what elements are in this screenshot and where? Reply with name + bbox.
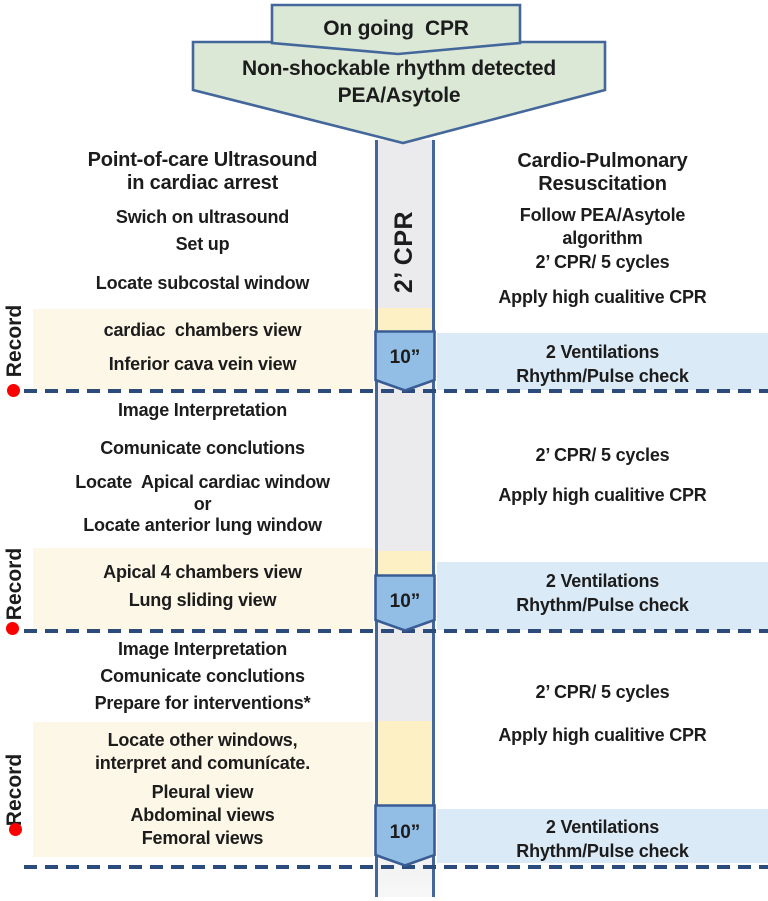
right-step: 2’ CPR/ 5 cycles xyxy=(535,445,670,465)
record-view-line: Inferior cava vein view xyxy=(108,354,297,374)
prep-band-1 xyxy=(378,308,432,332)
dashed-divider-2 xyxy=(24,629,768,633)
left-step: or xyxy=(193,494,212,514)
record-view-line: Locate other windows, xyxy=(107,730,298,750)
ventilation-line: Rhythm/Pulse check xyxy=(516,841,689,861)
left-step: Swich on ultrasound xyxy=(115,207,290,227)
right-step: Apply high cualitive CPR xyxy=(498,287,707,307)
record-view-line: Lung sliding view xyxy=(128,590,277,610)
pause-duration-1: 10” xyxy=(389,347,421,368)
pause-duration-3: 10” xyxy=(389,822,421,843)
record-dot-icon xyxy=(7,384,20,397)
pause-chevron-1 xyxy=(374,330,436,392)
record-view-line: cardiac chambers view xyxy=(103,320,302,340)
timeline-bar xyxy=(375,140,435,897)
record-box-3 xyxy=(33,722,373,857)
ventilation-box-1 xyxy=(437,333,768,390)
pause-duration-2: 10” xyxy=(389,591,421,612)
right-step: Apply high cualitive CPR xyxy=(498,485,707,505)
header-shapes xyxy=(191,3,607,145)
record-label-2: Record xyxy=(3,547,26,621)
left-column-title-line2: in cardiac arrest xyxy=(126,172,279,194)
ongoing-cpr-label: On going CPR xyxy=(323,17,469,40)
pause-chevron-3 xyxy=(374,804,436,867)
left-step: Prepare for interventions* xyxy=(94,693,311,713)
ongoing-cpr-box xyxy=(270,3,522,56)
left-column-title-line1: Point-of-care Ultrasound xyxy=(87,149,318,171)
right-step: algorithm xyxy=(562,228,643,248)
rhythm-arrow xyxy=(191,40,607,145)
prep-band-2 xyxy=(378,551,432,578)
left-step: Image Interpretation xyxy=(117,400,288,420)
ventilation-line: Rhythm/Pulse check xyxy=(516,595,689,615)
left-step: Image Interpretation xyxy=(117,639,288,659)
left-step: Comunicate conclutions xyxy=(100,438,305,458)
ventilation-line: 2 Ventilations xyxy=(545,817,660,837)
record-dot-icon xyxy=(9,823,22,836)
dashed-divider-3 xyxy=(24,865,768,869)
left-step: Locate anterior lung window xyxy=(83,515,322,535)
record-dot-icon xyxy=(6,622,19,635)
pause-chevron-shape-2 xyxy=(374,574,436,632)
right-column-title-line2: Resuscitation xyxy=(538,173,667,195)
record-box-2 xyxy=(33,548,373,630)
left-step: Set up xyxy=(175,234,230,254)
ventilation-line: Rhythm/Pulse check xyxy=(516,366,689,386)
pause-chevron-shape-3 xyxy=(374,804,436,867)
ventilation-box-2 xyxy=(437,562,768,630)
record-label-1: Record xyxy=(3,304,26,378)
timeline-bar-label: 2’ CPR xyxy=(390,210,418,294)
right-step: Apply high cualitive CPR xyxy=(498,725,707,745)
dashed-divider-1 xyxy=(24,389,768,393)
record-view-line: Femoral views xyxy=(141,828,264,848)
right-step: 2’ CPR/ 5 cycles xyxy=(535,682,670,702)
ventilation-line: 2 Ventilations xyxy=(545,342,660,362)
rhythm-detected-line2: PEA/Asytole xyxy=(337,84,461,107)
right-column-title-line1: Cardio-Pulmonary xyxy=(517,150,688,172)
ventilation-line: 2 Ventilations xyxy=(545,571,660,591)
ventilation-box-3 xyxy=(437,809,768,863)
right-step: 2’ CPR/ 5 cycles xyxy=(535,252,670,272)
rhythm-detected-line1: Non-shockable rhythm detected xyxy=(242,57,556,80)
record-view-line: Apical 4 chambers view xyxy=(103,562,302,582)
prep-band-3 xyxy=(378,721,432,806)
pause-chevron-shape-1 xyxy=(374,330,436,392)
record-view-line: Pleural view xyxy=(151,782,254,802)
record-box-1 xyxy=(33,309,373,390)
left-step: Locate Apical cardiac window xyxy=(75,472,330,492)
record-view-line: Abdominal views xyxy=(130,805,275,825)
pause-chevron-2 xyxy=(374,574,436,632)
left-step: Locate subcostal window xyxy=(95,273,310,293)
right-step: Follow PEA/Asytole xyxy=(519,205,686,225)
left-step: Comunicate conclutions xyxy=(100,666,305,686)
record-view-line: interpret and comunícate. xyxy=(94,753,311,773)
